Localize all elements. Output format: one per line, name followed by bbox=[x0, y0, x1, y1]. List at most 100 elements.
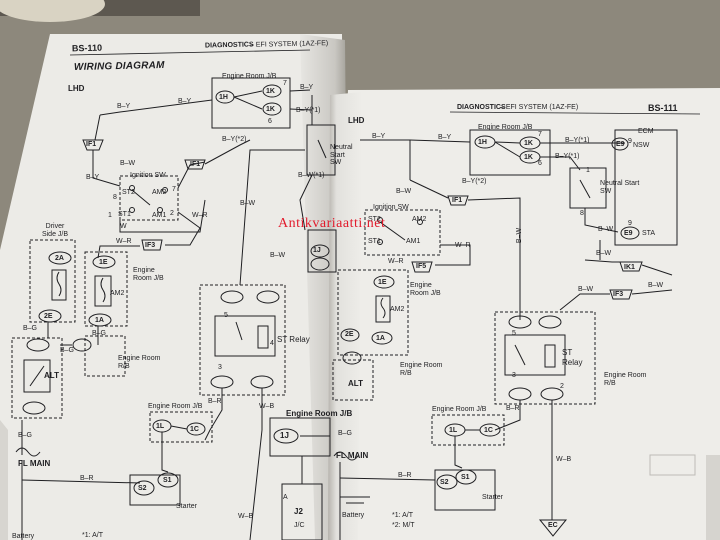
neutral-start-sw-label-right: Neutral Start SW bbox=[600, 180, 640, 196]
connector-s2-right: S2 bbox=[440, 479, 449, 486]
connector-2a: 2A bbox=[55, 255, 64, 262]
connector-a: A bbox=[283, 494, 288, 501]
pin-1: 1 bbox=[108, 212, 112, 219]
watermark: Antikvariaatti.net bbox=[278, 216, 386, 231]
ignition-st2: ST2 bbox=[122, 189, 135, 196]
ignition-am2-right: AM2 bbox=[412, 216, 427, 223]
ground-ec-label: EC bbox=[548, 522, 558, 529]
sta-label: STA bbox=[642, 230, 656, 237]
wire-b-w-2: B–W bbox=[240, 200, 256, 207]
wire-b-y-star1a-right: B–Y(*1) bbox=[565, 137, 590, 144]
wire-w-b-right: W–B bbox=[556, 456, 572, 463]
wire-b-g-3: B–G bbox=[60, 347, 75, 354]
st-relay-label-right: ST Relay bbox=[562, 348, 583, 367]
wire-b-w-star: B–W(*1) bbox=[298, 172, 325, 179]
left-page-number: BS-110 bbox=[71, 42, 103, 54]
wire-b-w-1: B–W bbox=[120, 160, 136, 167]
pin-7b: 7 bbox=[172, 186, 176, 193]
connector-s2: S2 bbox=[138, 485, 147, 492]
connector-if1-b: IF1 bbox=[190, 161, 201, 168]
pin-2: 2 bbox=[170, 210, 174, 217]
engine-room-rb-left-label: Engine Room R/B bbox=[400, 362, 443, 378]
pin-9-right: 9 bbox=[628, 138, 632, 145]
wire-b-y-2-right: B–Y bbox=[438, 134, 452, 141]
ecm-label: ECM bbox=[638, 128, 654, 135]
engine-room-jb-bottom-label: Engine Room J/B bbox=[148, 403, 203, 410]
starter-label: Starter bbox=[176, 503, 198, 510]
wire-w-b-2: W–B bbox=[238, 513, 254, 520]
connector-1c: 1C bbox=[190, 426, 199, 433]
right-page-header-sub: – EFI SYSTEM (1AZ-FE) bbox=[500, 104, 579, 111]
wire-b-r-2: B–R bbox=[80, 475, 94, 482]
connector-1a-right: 1A bbox=[376, 335, 385, 342]
wire-b-y-star1: B–Y(*1) bbox=[296, 107, 321, 114]
pin-8: 8 bbox=[113, 194, 117, 201]
alt-label-right: ALT bbox=[348, 379, 363, 388]
wire-w-r-right: W–R bbox=[455, 242, 471, 249]
wire-b-w-6-right: B–W bbox=[648, 282, 664, 289]
ignition-st1-right: ST1 bbox=[368, 238, 381, 245]
wire-w-r-1: W–R bbox=[192, 212, 208, 219]
wire-b-y-3: B–Y bbox=[300, 84, 314, 91]
connector-if1: IF1 bbox=[86, 141, 97, 148]
engine-room-jb-mid-label: Engine Room J/B bbox=[133, 267, 164, 283]
wire-w-r-2-right: W–R bbox=[388, 258, 404, 265]
connector-1j: 1J bbox=[280, 431, 289, 440]
pin-7: 7 bbox=[283, 80, 287, 87]
connector-1e: 1E bbox=[99, 259, 108, 266]
jc-label: J/C bbox=[294, 522, 305, 529]
wire-b-g-4: B–G bbox=[18, 432, 33, 439]
engine-room-jb-bottom-label-right: Engine Room J/B bbox=[432, 406, 487, 413]
pin-1-right: 1 bbox=[586, 167, 590, 174]
wire-b-r-1-right: B–R bbox=[506, 405, 520, 412]
wire-b-w-1-right: B–W bbox=[396, 188, 412, 195]
connector-1c-right: 1C bbox=[484, 427, 493, 434]
pin-6-right: 6 bbox=[538, 160, 542, 167]
connector-1k-b: 1K bbox=[266, 106, 275, 113]
engine-room-jb-top-label: Engine Room J/B bbox=[222, 73, 277, 80]
connector-j2: J2 bbox=[294, 507, 303, 516]
engine-room-label-left-bottom: Engine Room J/B bbox=[286, 409, 353, 418]
connector-1j-a: 1J bbox=[313, 247, 321, 254]
connector-if1-right: IF1 bbox=[452, 197, 463, 204]
connector-1a: 1A bbox=[95, 317, 104, 324]
pin-3-right: 3 bbox=[512, 372, 516, 379]
wire-w: W bbox=[120, 223, 127, 230]
engine-room-rb-right-label: Engine Room R/B bbox=[604, 372, 647, 388]
wire-b-w-3-right: B–W bbox=[598, 226, 614, 233]
wire-b-g-2: B–G bbox=[92, 330, 107, 337]
connector-1k-a: 1K bbox=[266, 88, 275, 95]
connector-e9: E9 bbox=[616, 141, 625, 148]
connector-s1: S1 bbox=[163, 477, 172, 484]
ignition-am1-right: AM1 bbox=[406, 238, 421, 245]
connector-2e: 2E bbox=[44, 313, 53, 320]
connector-1h: 1H bbox=[219, 94, 228, 101]
wire-b-y-1: B–Y bbox=[117, 103, 131, 110]
am2-fuse-label: AM2 bbox=[110, 290, 125, 297]
pin-2-right: 2 bbox=[560, 383, 564, 390]
ignition-sw-label-right: Ignition SW bbox=[373, 204, 409, 211]
connector-1l: 1L bbox=[156, 423, 165, 430]
connector-1l-right: 1L bbox=[449, 427, 458, 434]
wire-b-w-5-right: B–W bbox=[596, 250, 612, 257]
driver-side-jb-label: Driver Side J/B bbox=[41, 223, 69, 238]
starter-label-right: Starter bbox=[482, 494, 504, 501]
wire-b-g-1: B–G bbox=[23, 325, 38, 332]
connector-if3: IF3 bbox=[145, 242, 156, 249]
wire-b-g-right: B–G bbox=[338, 430, 353, 437]
wiring-diagram-title: WIRING DIAGRAM bbox=[73, 59, 165, 74]
wire-b-y-star1b-right: B–Y(*1) bbox=[555, 153, 580, 160]
pin-5-right: 5 bbox=[512, 330, 516, 337]
left-lhd-label: LHD bbox=[68, 84, 85, 93]
note-1-left: *1: A/T bbox=[82, 532, 104, 539]
alt-label: ALT bbox=[44, 371, 59, 380]
battery-label-right: Battery bbox=[342, 512, 365, 519]
connector-ik1: IK1 bbox=[624, 264, 635, 271]
battery-label-left: Battery bbox=[12, 533, 35, 540]
engine-room-jb-mid-label-right: Engine Room J/B bbox=[410, 282, 441, 298]
note-1-right: *1: A/T bbox=[392, 512, 414, 519]
wire-b-r-1: B–R bbox=[208, 398, 222, 405]
wire-b-y-left: B–Y bbox=[86, 174, 100, 181]
pin-6: 6 bbox=[268, 118, 272, 125]
